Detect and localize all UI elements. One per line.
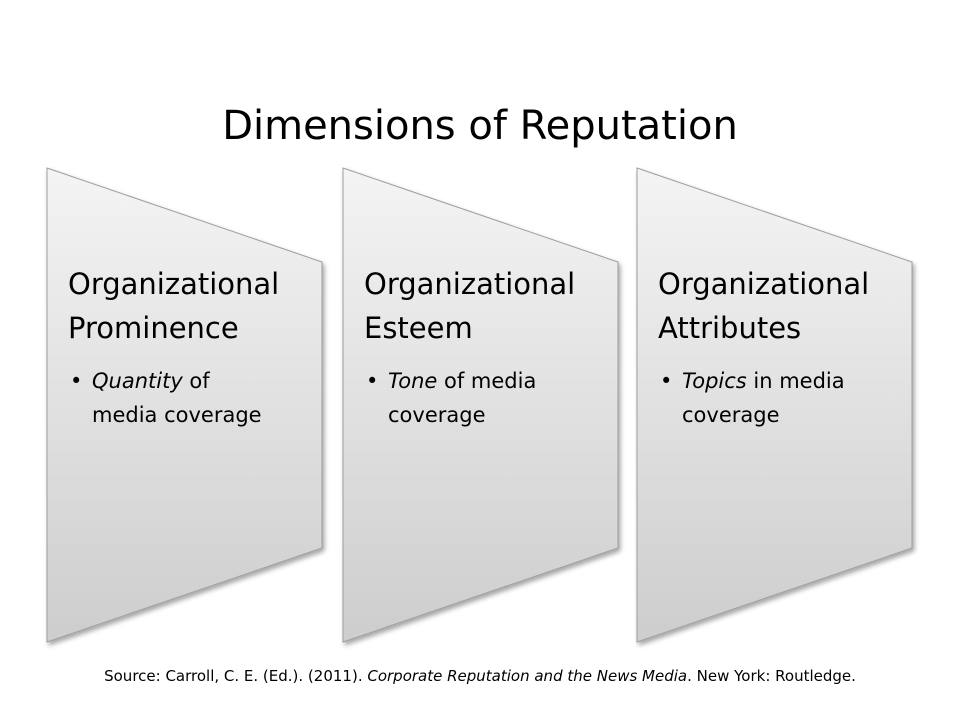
bullet-dot-icon: • xyxy=(366,369,379,393)
panel-heading-line2: Prominence xyxy=(68,311,239,345)
panel-heading-line1: Organizational xyxy=(658,267,870,301)
panel-heading-line1: Organizational xyxy=(68,267,280,301)
bullet-text-line2: coverage xyxy=(682,403,780,427)
panel-heading-line1: Organizational xyxy=(364,267,576,301)
panel-bullet: • Topics in media coverage xyxy=(658,364,908,432)
slide-title: Dimensions of Reputation xyxy=(222,103,738,149)
panel-heading: Organizational Attributes xyxy=(658,262,908,350)
panel-heading: Organizational Prominence xyxy=(68,262,318,350)
bullet-text-line2: media coverage xyxy=(92,403,262,427)
bullet-text: of xyxy=(182,369,210,393)
source-suffix: . New York: Routledge. xyxy=(687,667,856,685)
bullet-dot-icon: • xyxy=(70,369,83,393)
bullet-text: of media xyxy=(437,369,537,393)
source-citation: Source: Carroll, C. E. (Ed.). (2011). Co… xyxy=(0,664,960,688)
bullet-emphasis: Quantity xyxy=(92,369,183,393)
panel-shape-prominence xyxy=(46,167,323,643)
panel-shape-esteem xyxy=(342,167,619,643)
source-title: Corporate Reputation and the News Media xyxy=(367,667,688,685)
bullet-text-line2: coverage xyxy=(388,403,486,427)
panel-shape-attributes xyxy=(636,167,913,643)
bullet-emphasis: Tone xyxy=(388,369,438,393)
bullet-text: in media xyxy=(746,369,845,393)
panel-heading: Organizational Esteem xyxy=(364,262,614,350)
panel-esteem: Organizational Esteem • Tone of media co… xyxy=(364,262,614,432)
source-prefix: Source: Carroll, C. E. (Ed.). (2011). xyxy=(104,667,368,685)
panel-bullet: • Tone of media coverage xyxy=(364,364,614,432)
panel-heading-line2: Attributes xyxy=(658,311,802,345)
panel-heading-line2: Esteem xyxy=(364,311,473,345)
bullet-emphasis: Topics xyxy=(682,369,747,393)
bullet-dot-icon: • xyxy=(660,369,673,393)
panel-attributes: Organizational Attributes • Topics in me… xyxy=(658,262,908,432)
panel-prominence: Organizational Prominence • Quantity of … xyxy=(68,262,318,432)
panel-bullet: • Quantity of media coverage xyxy=(68,364,318,432)
